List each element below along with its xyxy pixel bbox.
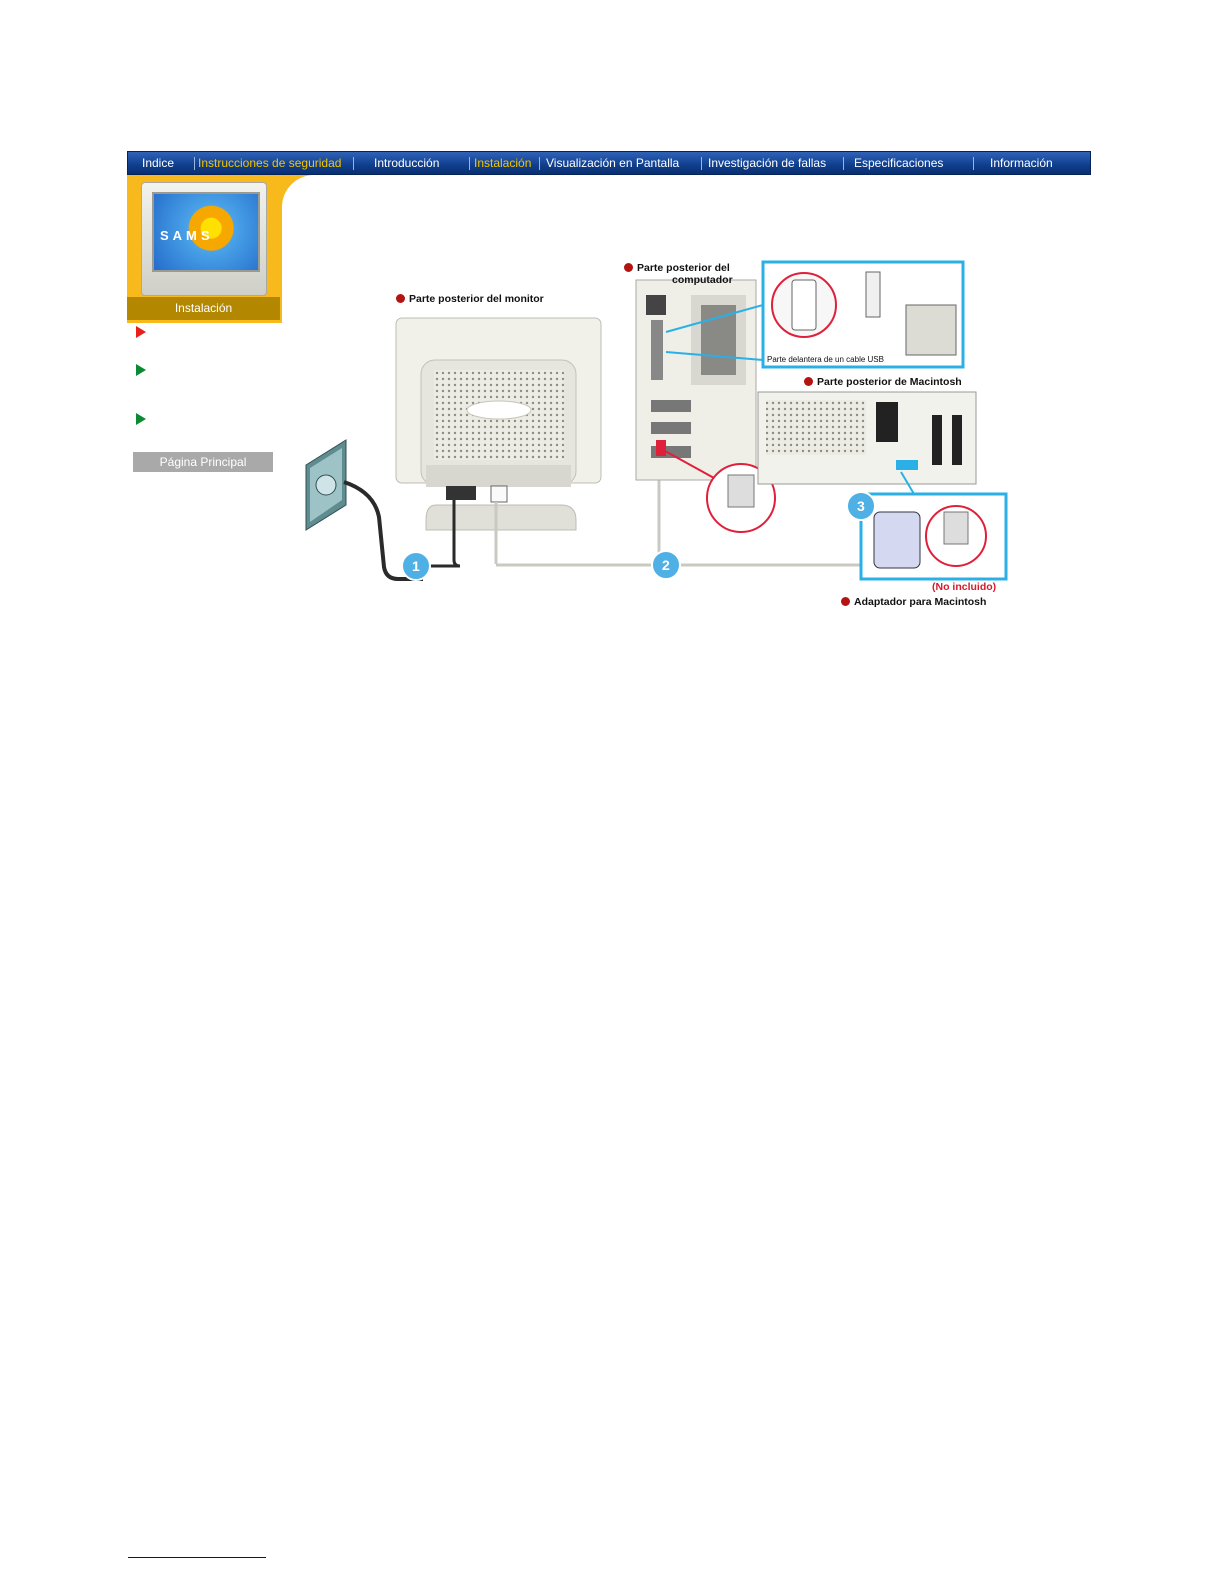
label-usb-cable-front: Parte delantera de un cable USB — [767, 355, 884, 364]
nav-investigacion[interactable]: Investigación de fallas — [708, 156, 827, 170]
diagram-art — [305, 260, 1008, 581]
nav-informacion[interactable]: Información — [990, 156, 1053, 170]
nav-instrucciones[interactable]: Instrucciones de seguridad — [198, 156, 342, 170]
bullet-icon — [841, 597, 850, 606]
sidebar-link-2-arrow-icon[interactable] — [136, 364, 146, 376]
sidebar-corner — [282, 175, 314, 323]
nav-instalacion[interactable]: Instalación — [474, 156, 532, 170]
nav-separator — [539, 157, 540, 170]
label-mac-adapter: Adaptador para Macintosh — [841, 596, 986, 608]
label-monitor-back: Parte posterior del monitor — [396, 293, 544, 305]
step-1-icon — [401, 551, 431, 581]
bullet-icon — [624, 263, 633, 272]
connection-diagram: 1 2 3 Parte posterior del monitor Parte … — [296, 250, 1016, 620]
nav-separator — [843, 157, 844, 170]
sidebar-link-3-arrow-icon[interactable] — [136, 413, 146, 425]
monitor-illustration: SAMS — [141, 182, 267, 296]
step-3-number: 3 — [857, 498, 865, 514]
step-1-number: 1 — [412, 558, 420, 574]
nav-separator — [353, 157, 354, 170]
nav-indice[interactable]: Indice — [142, 156, 175, 170]
nav-separator — [194, 157, 195, 170]
macintosh-back-illustration — [757, 391, 977, 485]
nav-especificaciones[interactable]: Especificaciones — [854, 156, 944, 170]
nav-separator — [701, 157, 702, 170]
footer-link[interactable] — [128, 1557, 266, 1558]
monitor-back-illustration — [395, 317, 602, 568]
label-macintosh-back: Parte posterior de Macintosh — [804, 376, 962, 388]
wall-outlet-icon — [305, 439, 423, 581]
step-3-icon — [846, 491, 876, 521]
label-computer-back: Parte posterior del computador — [624, 262, 733, 286]
step-2-icon — [651, 550, 681, 580]
nav-introduccion[interactable]: Introducción — [374, 156, 440, 170]
label-not-included: (No incluido) — [932, 581, 997, 593]
nav-separator — [973, 157, 974, 170]
bullet-icon — [396, 294, 405, 303]
nav-visualizacion[interactable]: Visualización en Pantalla — [546, 156, 680, 170]
bullet-icon — [804, 377, 813, 386]
sidebar-link-1-arrow-icon[interactable] — [136, 326, 146, 338]
home-button[interactable]: Página Principal — [133, 452, 273, 472]
brand-logo-text: SAMS — [160, 228, 214, 243]
sidebar-section-title: Instalación — [127, 297, 280, 320]
top-nav: Indice Instrucciones de seguridad Introd… — [127, 151, 1091, 175]
computer-tower-illustration — [635, 279, 757, 481]
nav-separator — [469, 157, 470, 170]
step-2-number: 2 — [662, 557, 670, 573]
monitor-screen: SAMS — [152, 192, 260, 272]
